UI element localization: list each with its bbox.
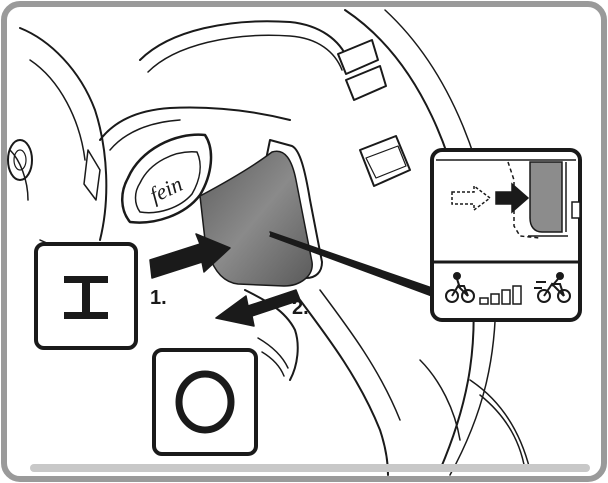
speed-inset: [432, 150, 580, 320]
on-symbol-box: [36, 244, 136, 348]
inset-switch: [530, 162, 562, 232]
off-symbol-box: [154, 350, 256, 454]
step-2-label: 2.: [292, 297, 309, 319]
step-1-label: 1.: [150, 287, 167, 309]
bottom-bar: [30, 464, 590, 472]
